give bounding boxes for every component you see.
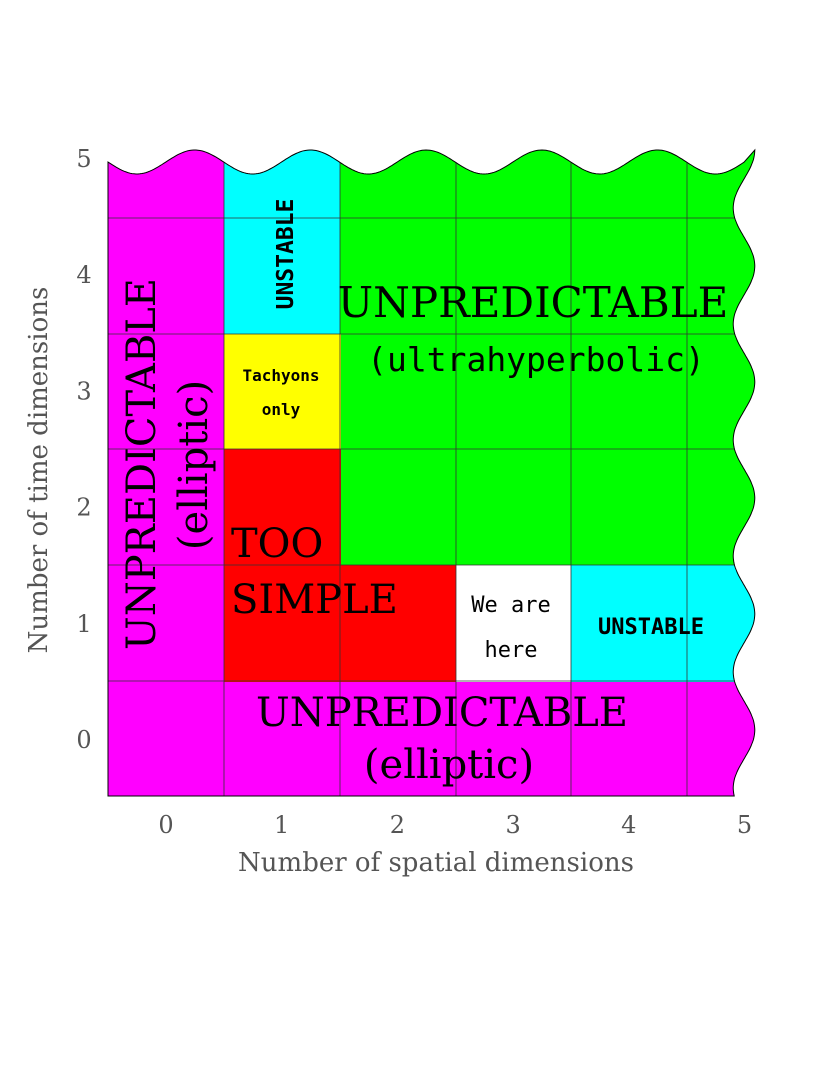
we-are-here-label-2: here [485, 638, 538, 663]
x-tick-label: 2 [390, 811, 405, 839]
y-axis-label: Number of time dimensions [24, 287, 54, 654]
x-tick-label: 0 [158, 811, 173, 839]
y-tick-label: 1 [76, 610, 91, 638]
tachyons-label-1: Tachyons [242, 366, 319, 385]
too-simple-label-1: TOO [231, 521, 323, 567]
region-left-elliptic [108, 150, 225, 682]
region-bottom-elliptic [108, 681, 755, 796]
region-too-simple [224, 449, 341, 682]
grid-lines [108, 150, 755, 796]
tachyons-label-2: only [262, 400, 301, 419]
y-axis-ticks: 0 1 2 3 4 5 [76, 145, 91, 754]
too-simple-label-2: SIMPLE [231, 577, 398, 623]
y-tick-label: 0 [76, 726, 91, 754]
x-tick-label: 3 [505, 811, 520, 839]
x-tick-label: 5 [737, 811, 752, 839]
we-are-here-label-1: We are [471, 593, 550, 618]
plot-area [108, 150, 755, 796]
region-tachyons [224, 334, 341, 450]
y-tick-label: 5 [76, 145, 91, 173]
plot-outline [107, 148, 756, 797]
x-axis-label: Number of spatial dimensions [238, 848, 634, 878]
bottom-elliptic-label-1: UNPREDICTABLE [256, 690, 628, 736]
ultrahyperbolic-label-1: UNPREDICTABLE [338, 278, 729, 327]
ultrahyperbolic-label-2: (ultrahyperbolic) [367, 340, 705, 379]
x-tick-label: 4 [621, 811, 636, 839]
unstable-top-label: UNSTABLE [273, 199, 299, 310]
y-tick-label: 4 [76, 261, 91, 289]
y-tick-label: 2 [76, 494, 91, 522]
region-ultrahyperbolic [340, 150, 755, 566]
left-elliptic-label-2: (elliptic) [171, 380, 217, 550]
y-tick-label: 3 [76, 377, 91, 405]
x-axis-ticks: 0 1 2 3 4 5 [158, 811, 752, 839]
region-unstable-right [571, 565, 755, 682]
unstable-right-label: UNSTABLE [598, 615, 704, 640]
left-elliptic-label-1: UNPREDICTABLE [119, 278, 165, 650]
x-tick-label: 1 [274, 811, 289, 839]
bottom-elliptic-label-2: (elliptic) [364, 742, 534, 788]
region-too-simple [340, 565, 457, 682]
region-we-are-here [456, 565, 572, 682]
region-unstable-top [224, 150, 341, 335]
